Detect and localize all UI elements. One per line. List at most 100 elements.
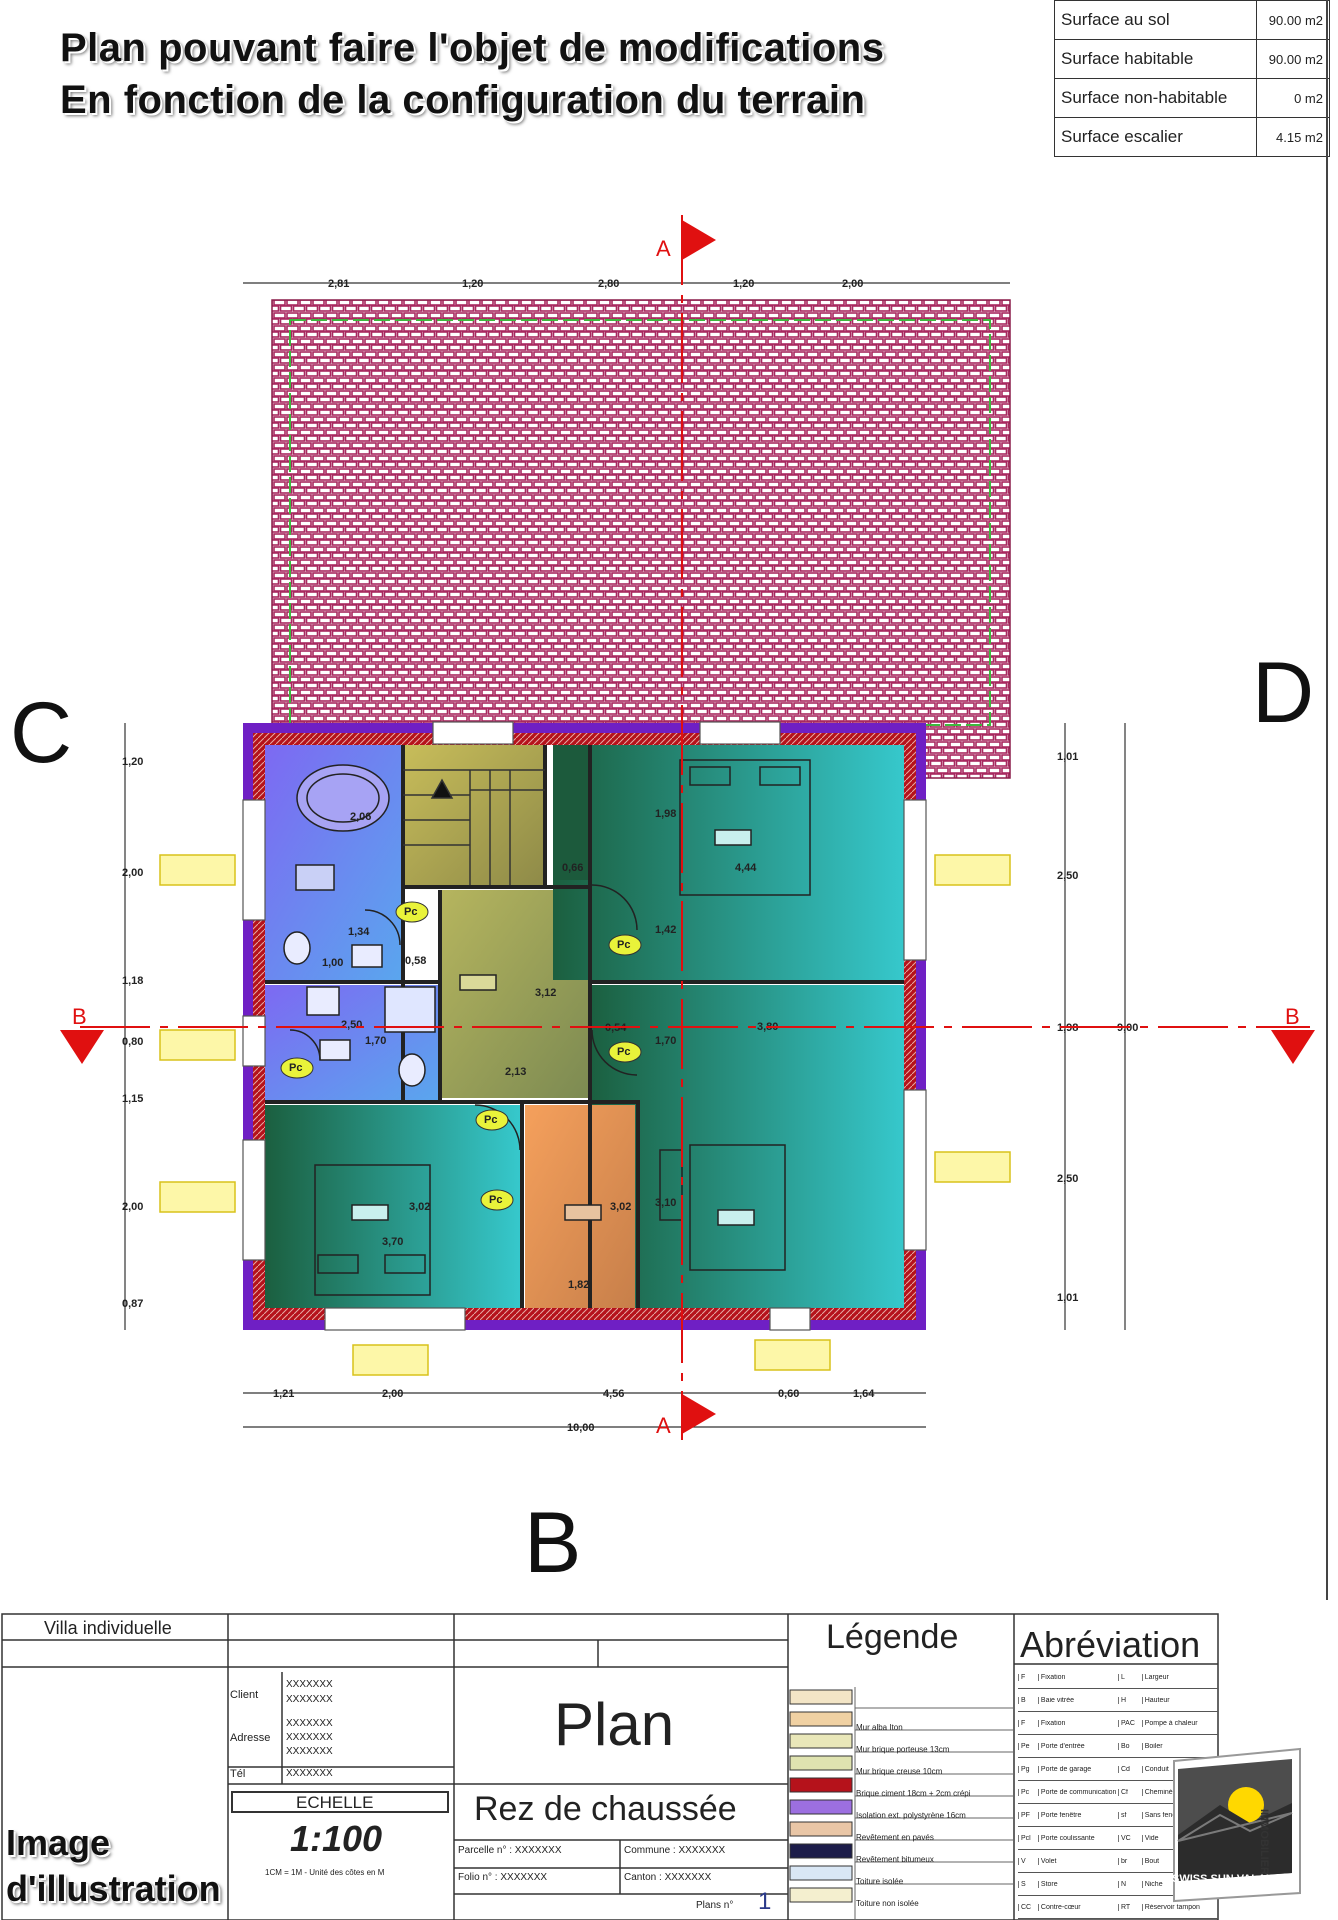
svg-text:2,50: 2,50 (341, 1019, 362, 1031)
svg-text:0,87: 0,87 (122, 1298, 143, 1310)
address-value: XXXXXXX (286, 1732, 333, 1743)
bedroom-2 (590, 985, 904, 1308)
abbreviation-cell: Porte d'entrée (1037, 1742, 1118, 1750)
client-label: Client (230, 1689, 259, 1701)
svg-text:2,06: 2,06 (350, 811, 371, 823)
legend-item: Mur alba Iton (856, 1723, 903, 1732)
abbreviation-cell: Baie vitrée (1037, 1696, 1118, 1704)
legend-item: Mur brique creuse 10cm (856, 1767, 943, 1776)
surface-value: 4.15 m2 (1256, 117, 1330, 157)
abbreviation-cell: RT (1118, 1903, 1142, 1911)
floor-plan: Pc Pc Pc Pc Pc Pc 2,06 1,34 1,00 0,58 2,… (60, 215, 1315, 1440)
pc-tag-text: Pc (617, 939, 630, 951)
svg-text:1,34: 1,34 (348, 926, 370, 938)
address-value: XXXXXXX (286, 1718, 333, 1729)
abbreviation-cell: CC (1018, 1903, 1038, 1911)
svg-text:1,64: 1,64 (853, 1388, 875, 1400)
legend-item: Isolation ext. polystyrène 16cm (856, 1811, 966, 1820)
abbreviation-cell: F (1018, 1719, 1038, 1727)
svg-text:1,70: 1,70 (365, 1035, 386, 1047)
logo-name: SWISS SUN VALAIS (1172, 1873, 1277, 1885)
abbreviation-cell: V (1018, 1857, 1038, 1865)
surface-label: Surface non-habitable (1054, 78, 1257, 118)
abbreviation-cell: Conduit (1141, 1765, 1218, 1773)
svg-text:10,00: 10,00 (567, 1422, 595, 1434)
pc-tag-text: Pc (617, 1046, 630, 1058)
svg-text:2,50: 2,50 (1057, 1173, 1078, 1185)
abbreviation-cell: VC (1118, 1834, 1142, 1842)
tel-value: XXXXXXX (286, 1768, 333, 1779)
roof-overhang (271, 299, 1011, 779)
abbreviation-cell: Porte fenêtre (1037, 1811, 1118, 1819)
commune-field: Commune : XXXXXXX (624, 1845, 726, 1856)
svg-text:A: A (656, 236, 671, 261)
watermark-line-2: d'illustration (6, 1868, 221, 1909)
legend-item: Brique ciment 18cm + 2cm crépi (856, 1789, 971, 1798)
svg-text:0,58: 0,58 (405, 955, 426, 967)
client-value: XXXXXXX (286, 1679, 333, 1690)
legend-item: Revêtement en pavés (856, 1833, 934, 1842)
pc-tag-text: Pc (404, 906, 417, 918)
abbreviation-cell: sf (1118, 1811, 1142, 1819)
legend-item: Mur brique porteuse 13cm (856, 1745, 950, 1754)
svg-text:1,42: 1,42 (655, 924, 676, 936)
abbreviation-cell: Cheminée (1141, 1788, 1218, 1796)
svg-text:1,15: 1,15 (122, 1093, 143, 1105)
abbreviation-cell: Bout (1141, 1857, 1218, 1865)
stairs (403, 769, 545, 885)
client-value: XXXXXXX (286, 1694, 333, 1705)
pc-tag-text: Pc (484, 1114, 497, 1126)
abbreviation-cell: Niche (1141, 1880, 1218, 1888)
svg-text:1,82: 1,82 (568, 1279, 589, 1291)
abbreviation-cell: Bo (1118, 1742, 1142, 1750)
abbreviation-cell: br (1118, 1857, 1142, 1865)
facade-b-label: B (524, 1495, 582, 1591)
header-line-2: En fonction de la configuration du terra… (60, 78, 866, 122)
abbreviation-cell: Fixation (1037, 1719, 1118, 1727)
svg-text:1,70: 1,70 (655, 1035, 676, 1047)
legend-item: Toiture isolée (856, 1877, 904, 1886)
svg-text:2,81: 2,81 (328, 278, 349, 290)
svg-text:B: B (1285, 1004, 1300, 1029)
svg-text:3,70: 3,70 (382, 1236, 403, 1248)
scale-value: 1:100 (290, 1818, 383, 1859)
interior-dimensions: 2,06 1,34 1,00 0,58 2,50 1,70 3,12 2,13 … (322, 808, 778, 1291)
section-lines (80, 215, 1310, 1440)
right-dimensions: 1,01 2,50 1,98 2,50 1,01 9,00 (1057, 751, 1138, 1304)
company-logo: SWISS SUN VALAIS IMMOBILIER (1160, 1745, 1308, 1905)
svg-text:1,20: 1,20 (462, 278, 483, 290)
level-title: Rez de chaussée (474, 1790, 737, 1828)
svg-text:0,60: 0,60 (778, 1388, 799, 1400)
canton-field: Canton : XXXXXXX (624, 1872, 712, 1883)
bedroom-1 (553, 745, 904, 980)
svg-text:2,80: 2,80 (598, 278, 619, 290)
title-block-grid (1, 1613, 1219, 1920)
svg-text:1,00: 1,00 (322, 957, 343, 969)
logo-mark (1173, 1747, 1301, 1903)
abbreviation-cell: Sans fenêtre (1141, 1811, 1218, 1819)
abbreviation-cell: Porte coulissante (1037, 1834, 1118, 1842)
svg-text:2,00: 2,00 (382, 1388, 403, 1400)
plan-number-label: Plans n° (696, 1900, 734, 1911)
abbreviation-cell: Porte de garage (1037, 1765, 1118, 1773)
legend-item: Revêtement bitumeux (856, 1855, 934, 1864)
surface-label: Surface au sol (1054, 0, 1257, 40)
abbreviation-cell: Réservoir tampon (1141, 1903, 1218, 1911)
scale-label: ECHELLE (296, 1793, 374, 1812)
svg-text:0,66: 0,66 (562, 862, 583, 874)
abbreviation-cell: Pe (1018, 1742, 1038, 1750)
surface-value: 0 m2 (1256, 78, 1330, 118)
abbreviation-cell: Pcl (1018, 1834, 1038, 1842)
abbreviation-cell: S (1018, 1880, 1038, 1888)
